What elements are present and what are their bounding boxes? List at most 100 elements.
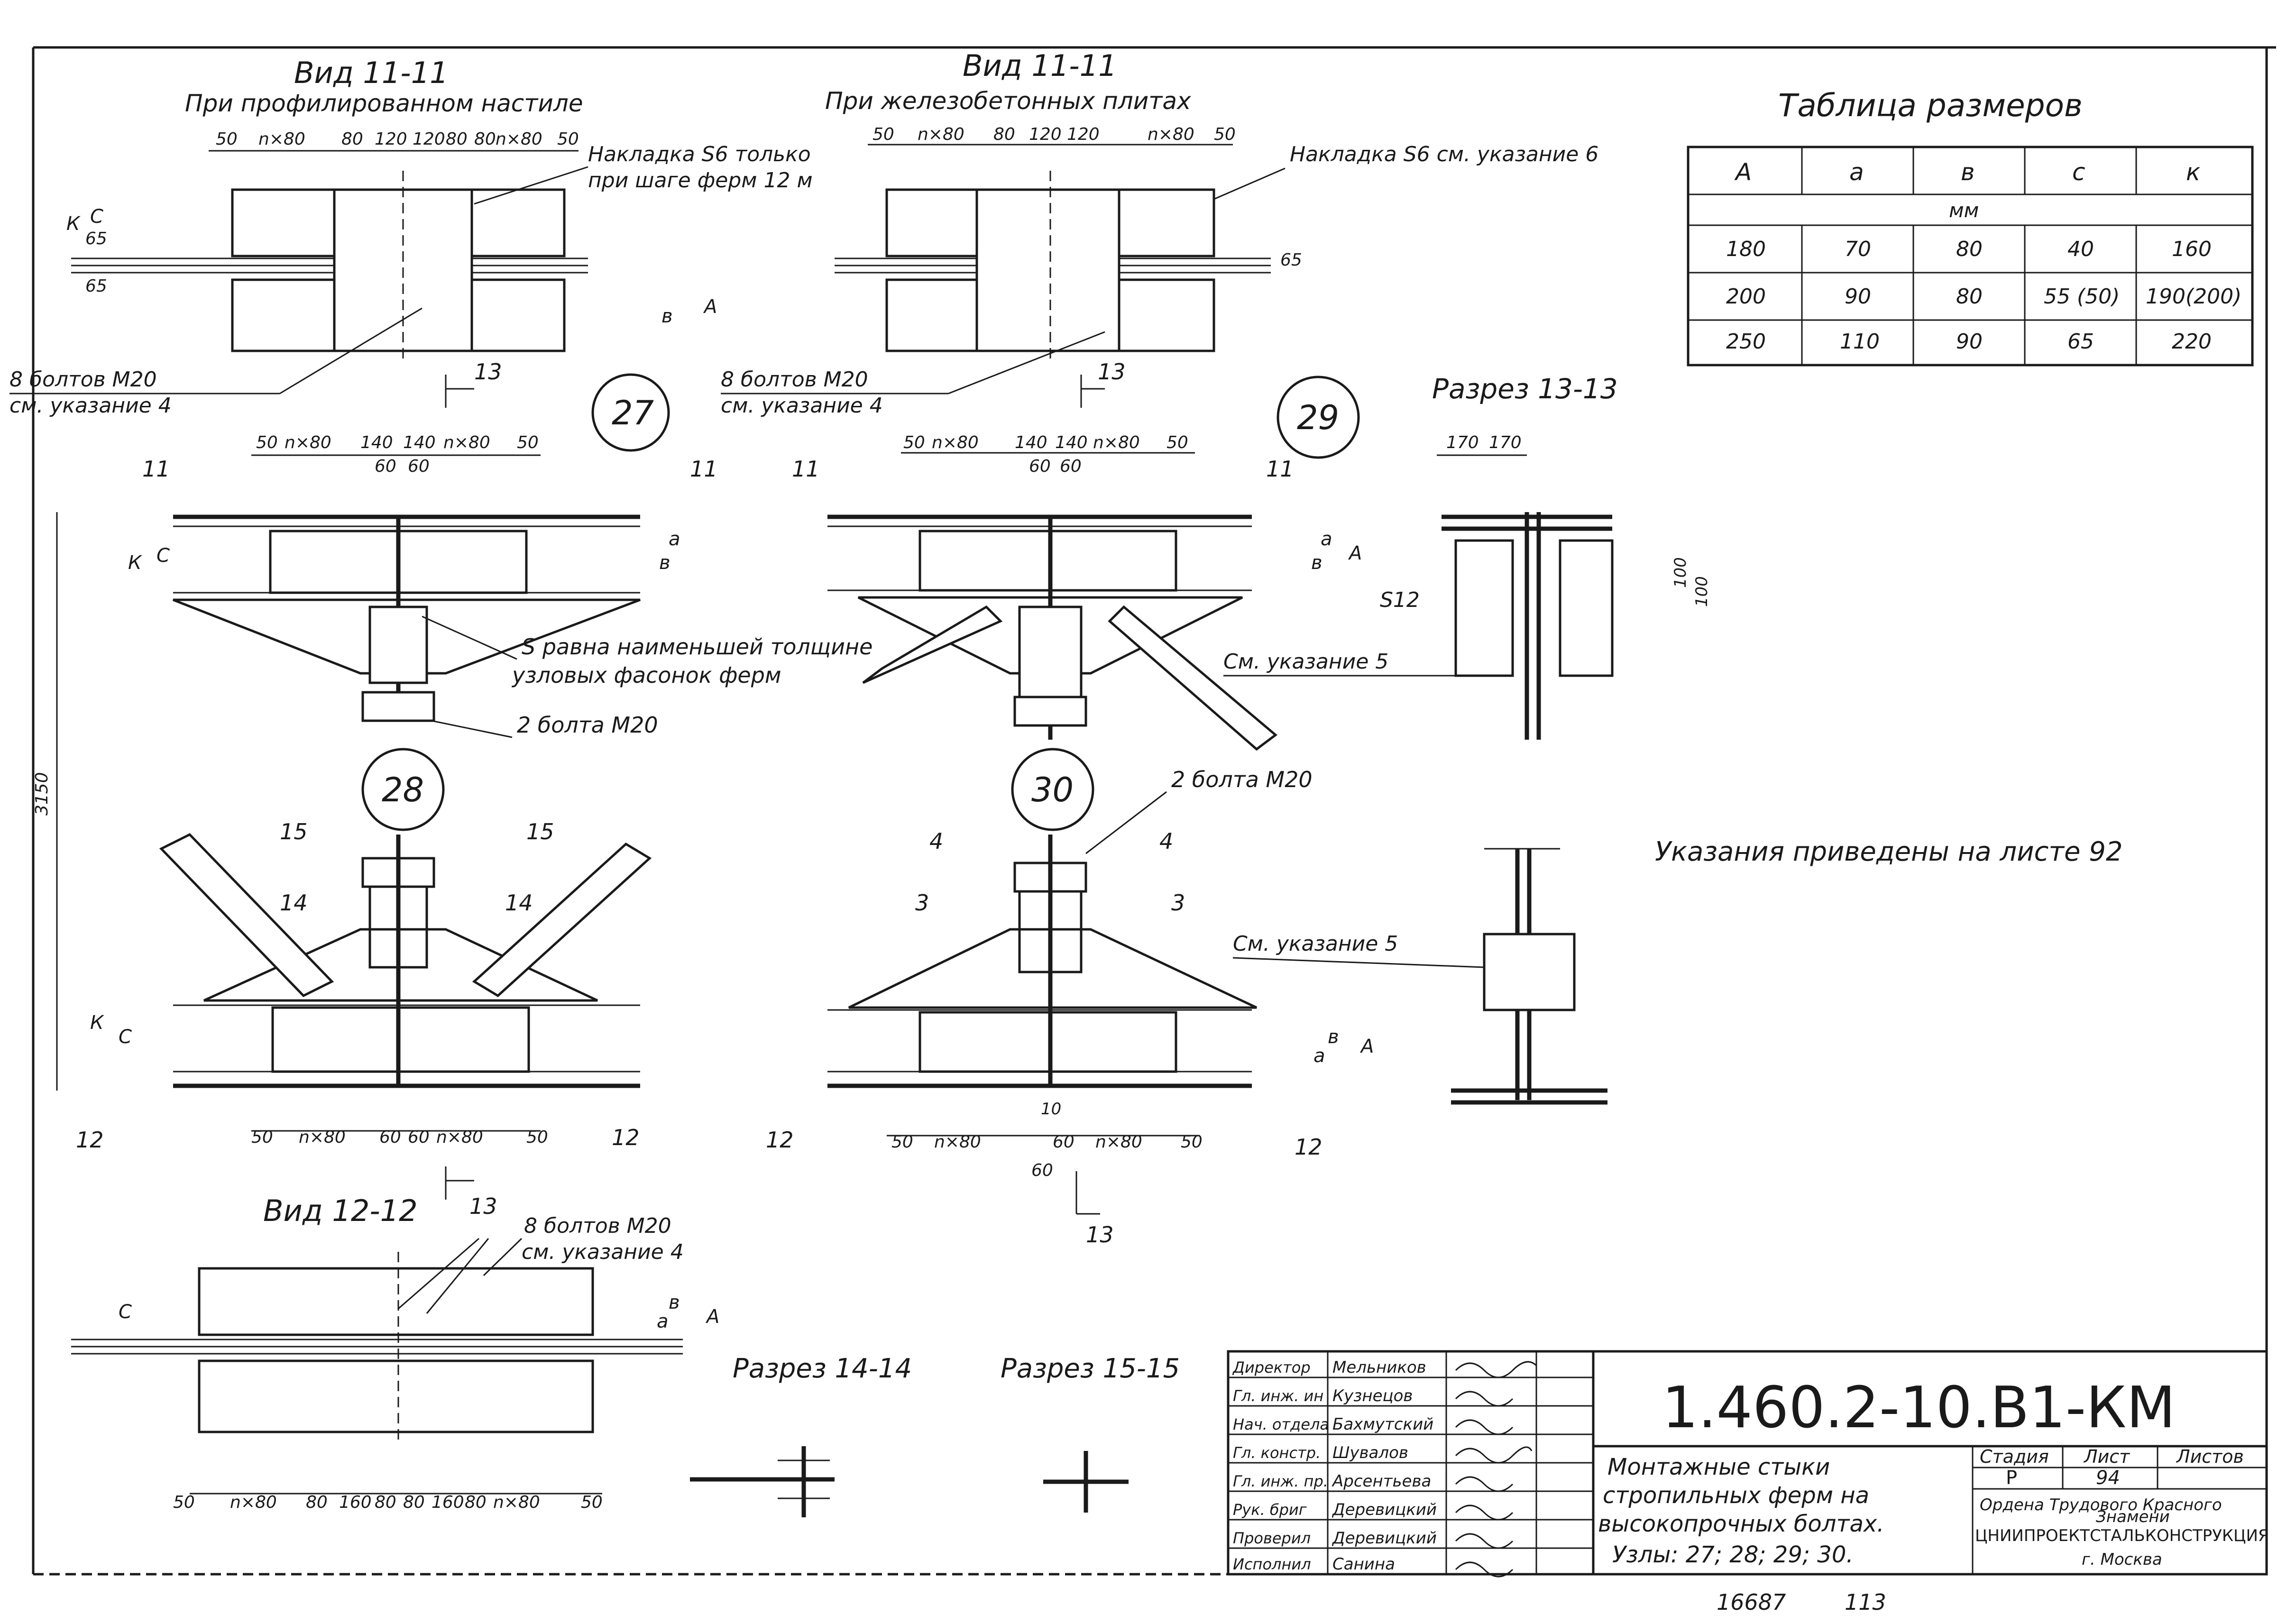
- section-15-title: Разрез 15-15: [1001, 1353, 1180, 1384]
- svg-text:140: 140: [1055, 433, 1088, 452]
- role-6: Рук. бриг: [1233, 1501, 1307, 1519]
- svg-text:80: 80: [465, 1493, 487, 1512]
- svg-text:60: 60: [1053, 1132, 1075, 1152]
- svg-text:120: 120: [1029, 125, 1062, 144]
- cell-r2c1: 110: [1840, 330, 1880, 354]
- svg-text:80: 80: [306, 1493, 328, 1512]
- svg-text:60: 60: [375, 457, 396, 476]
- view-11-11-rc: Вид 11-11 При железобетонных плитах 50 n…: [721, 48, 1598, 418]
- inventory-number: 16687: [1717, 1589, 1786, 1615]
- note-bolts2-center: 2 болта M20: [1171, 767, 1313, 792]
- name-8: Санина: [1332, 1555, 1395, 1574]
- svg-text:4: 4: [929, 828, 943, 854]
- svg-text:n×80: n×80: [1093, 433, 1140, 452]
- view1-subtitle: При профилированном настиле: [185, 90, 583, 117]
- name-2: Кузнецов: [1332, 1386, 1413, 1405]
- note-see5-a: См. указание 5: [1223, 650, 1388, 674]
- dim-65-view2: 65: [1280, 250, 1302, 270]
- title-block: 1.460.2-10.В1-КМ Монтажные стыки стропил…: [1227, 1350, 2269, 1578]
- svg-text:К: К: [128, 552, 142, 574]
- th-v: в: [1961, 158, 1975, 186]
- dim-65a: 65: [85, 229, 107, 248]
- cell-r2c3: 65: [2067, 330, 2094, 354]
- th-a: а: [1849, 158, 1864, 186]
- svg-text:80: 80: [403, 1493, 425, 1512]
- svg-text:60: 60: [1029, 457, 1051, 476]
- dim-C-view1: С: [90, 206, 103, 228]
- svg-text:50: 50: [903, 433, 925, 452]
- cell-r0c3: 40: [2067, 237, 2094, 261]
- node-28-marker: [361, 748, 445, 831]
- svg-text:50: 50: [581, 1493, 603, 1512]
- dim-65b: 65: [85, 276, 107, 296]
- svg-text:140: 140: [1015, 433, 1047, 452]
- svg-text:13: 13: [1086, 1222, 1114, 1248]
- org-line-3: ЦНИИПРОЕКТСТАЛЬКОНСТРУКЦИЯ: [1975, 1526, 2269, 1545]
- svg-text:120: 120: [1067, 125, 1100, 144]
- svg-text:в: в: [1311, 552, 1322, 574]
- svg-text:13: 13: [469, 1193, 497, 1219]
- svg-text:50: 50: [216, 129, 238, 149]
- size-table: Таблица размеров А а в с к мм 180 70 80 …: [1687, 87, 2254, 367]
- note-s-equal-a: S равна наименьшей толщине: [522, 634, 872, 660]
- note-nakladka-2: Накладка S6 см. указание 6: [1290, 142, 1598, 166]
- note-bolts-view2b: см. указание 4: [721, 394, 883, 418]
- node-27-marker: [591, 373, 670, 452]
- svg-text:140: 140: [403, 433, 436, 452]
- cell-r0c0: 180: [1726, 237, 1766, 261]
- svg-text:4: 4: [1159, 828, 1173, 854]
- svg-text:n×80: n×80: [285, 433, 331, 452]
- cell-r1c0: 200: [1726, 284, 1766, 309]
- cell-r0c2: 80: [1956, 237, 1983, 261]
- svg-text:50: 50: [872, 125, 894, 144]
- sheet-value: 94: [2096, 1467, 2120, 1489]
- note-bolts-view1b: см. указание 4: [9, 394, 172, 418]
- node-28-label: 28: [382, 771, 424, 809]
- svg-text:С: С: [119, 1301, 132, 1323]
- svg-text:50: 50: [256, 433, 278, 452]
- svg-text:в: в: [1328, 1026, 1339, 1048]
- note-bolts-v3a: 8 болтов M20: [524, 1214, 671, 1238]
- svg-text:14: 14: [505, 890, 533, 916]
- th-c: с: [2072, 158, 2085, 186]
- svg-text:11: 11: [142, 456, 170, 482]
- svg-text:14: 14: [280, 890, 308, 916]
- svg-text:n×80: n×80: [918, 125, 964, 144]
- org-line-1: Ордена Трудового Красного: [1980, 1496, 2222, 1514]
- svg-text:n×80: n×80: [496, 129, 542, 149]
- desc-line-4: Узлы: 27; 28; 29; 30.: [1612, 1541, 1854, 1568]
- svg-text:n×80: n×80: [932, 433, 979, 452]
- svg-text:в: в: [669, 1292, 680, 1313]
- name-5: Арсентьева: [1332, 1472, 1431, 1491]
- dim-A-view1: А: [703, 296, 717, 318]
- role-7: Проверил: [1233, 1529, 1311, 1547]
- note-nakladka-1b: при шаге ферм 12 м: [588, 168, 813, 193]
- svg-text:80: 80: [341, 129, 363, 149]
- svg-text:12: 12: [76, 1127, 104, 1153]
- svg-text:80: 80: [993, 125, 1015, 144]
- cell-r2c4: 220: [2172, 330, 2212, 354]
- svg-text:12: 12: [1295, 1134, 1322, 1160]
- svg-text:80: 80: [375, 1493, 396, 1512]
- svg-text:15: 15: [526, 819, 554, 844]
- svg-text:50: 50: [526, 1128, 548, 1147]
- svg-text:А: А: [705, 1306, 719, 1328]
- th-A: А: [1734, 158, 1752, 186]
- svg-text:n×80: n×80: [1095, 1132, 1142, 1152]
- svg-text:60: 60: [1031, 1161, 1053, 1180]
- svg-text:n×80: n×80: [230, 1493, 277, 1512]
- svg-text:100: 100: [1692, 576, 1711, 607]
- signatures: [1455, 1361, 1537, 1578]
- dim-v-view1: в: [661, 305, 673, 327]
- svg-text:А: А: [1359, 1036, 1374, 1057]
- svg-text:n×80: n×80: [443, 433, 490, 452]
- note-bolts2-left: 2 болта M20: [517, 712, 658, 738]
- view-12-12: Вид 12-12 13 8 болтов M20 см. указание 4…: [71, 1166, 719, 1512]
- svg-text:А: А: [1348, 542, 1362, 564]
- svg-text:170: 170: [1489, 433, 1522, 452]
- note-bolts-view1a: 8 болтов M20: [9, 367, 157, 392]
- section-13-13: Разрез 13-13 170 170 S12 См. указание 5 …: [1223, 373, 1711, 740]
- note-nakladka-1a: Накладка S6 только: [588, 142, 811, 166]
- note-see5-b: См. указание 5: [1233, 932, 1398, 956]
- svg-text:а: а: [1313, 1045, 1325, 1067]
